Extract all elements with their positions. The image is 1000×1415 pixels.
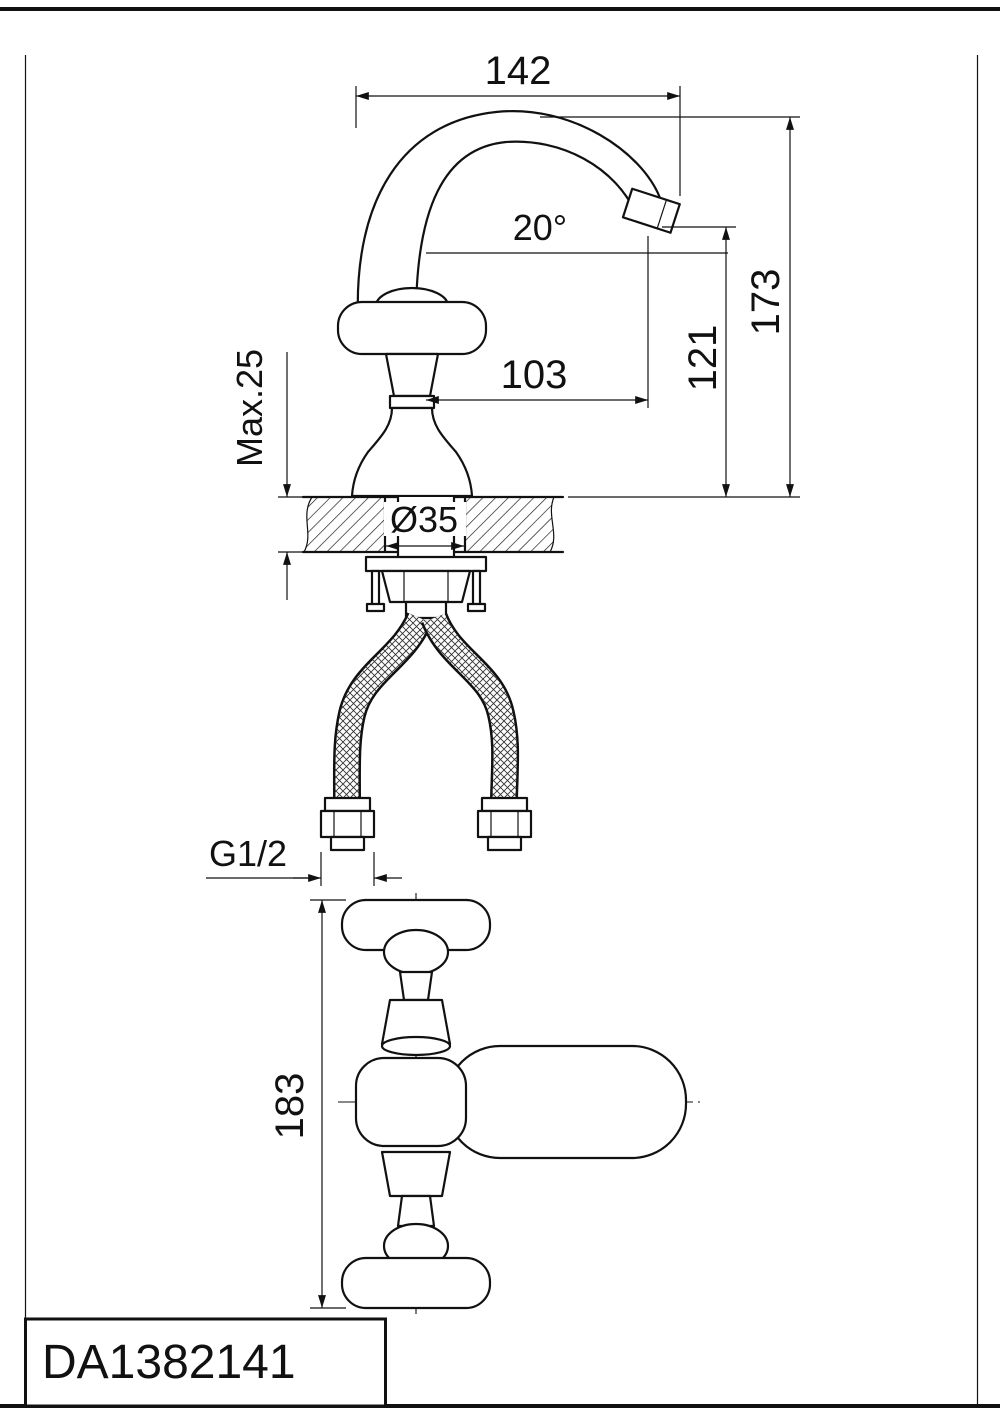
model-number: DA1382141 (42, 1336, 296, 1389)
spout-top-view (444, 1044, 688, 1160)
dim-angle-label: 20° (513, 207, 567, 248)
mounting-flange (364, 555, 488, 573)
dim-spout-height-label: 121 (681, 325, 725, 392)
mounting-stud-left (370, 569, 381, 609)
body-top-view (354, 1056, 468, 1148)
dim-width-label: 142 (485, 49, 552, 93)
mounting-nut (380, 569, 472, 604)
hose-fitting-right (476, 796, 533, 852)
front-dimensions: 142 20° 173 121 103 Max.25 (206, 49, 800, 886)
dim-length-label: 183 (268, 1073, 312, 1140)
deck-hatch-right (465, 497, 554, 552)
deck-break-left (303, 496, 313, 553)
top-dimensions: 183 (268, 899, 346, 1309)
dim-reach-label: 103 (501, 353, 568, 397)
handle-wings (336, 300, 488, 356)
handle-collar (388, 394, 436, 410)
dim-deck-thickness-label: Max.25 (229, 349, 270, 467)
aerator (621, 187, 681, 234)
dim-hole-diameter-label: Ø35 (390, 499, 458, 540)
deck-break-right (549, 496, 555, 553)
top-handle-upper (340, 898, 492, 1057)
flex-hoses (319, 611, 533, 852)
spout-outline (356, 110, 662, 320)
front-view: 142 20° 173 121 103 Max.25 (206, 49, 800, 886)
top-view: 183 (268, 893, 700, 1314)
faucet-body (350, 406, 474, 498)
dim-thread-label: G1/2 (209, 833, 287, 874)
front-handle (336, 286, 488, 410)
top-handle-lower (340, 1150, 492, 1310)
deck-hatch-left (304, 497, 385, 552)
handle-stem (384, 352, 440, 398)
mounting-stud-right (471, 569, 482, 609)
dim-total-height-label: 173 (744, 269, 788, 336)
title-block: DA1382141 (24, 1317, 387, 1408)
hose-fitting-left (319, 796, 376, 852)
